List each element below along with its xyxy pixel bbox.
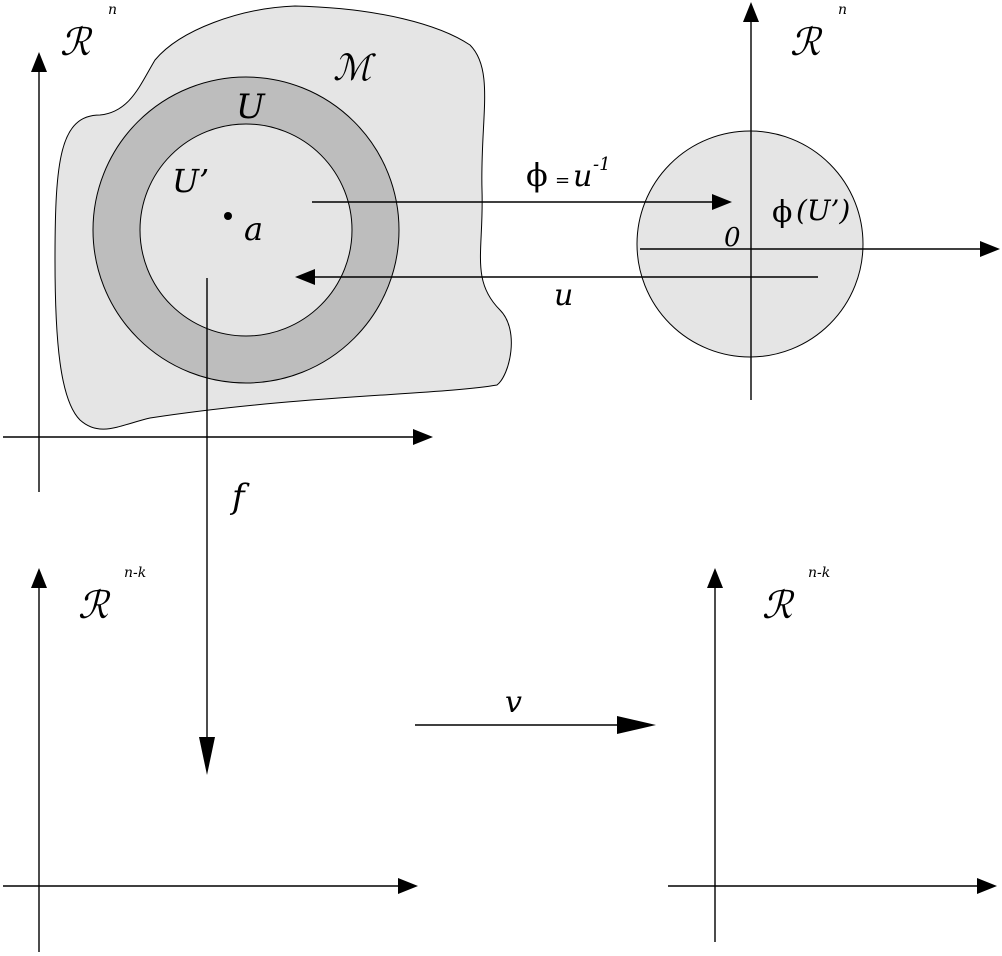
axes-top-right [640, 2, 1000, 400]
label-inverse-exponent: -1 [593, 154, 611, 175]
label-nk-bottom-left: n-k [124, 565, 146, 581]
neighborhood-U-prime [139, 123, 353, 337]
label-v: v [505, 685, 522, 720]
label-R-top-right: ℛ [790, 20, 823, 64]
label-nk-bottom-right: n-k [808, 565, 830, 581]
label-M: ℳ [333, 48, 376, 89]
chart-image-disk [636, 130, 864, 358]
label-phi-symbol: ϕ [526, 156, 548, 194]
label-equals: = [555, 170, 570, 191]
label-phi-of-U-arg: (U’) [796, 194, 850, 227]
label-u-inverse-base: u [573, 159, 592, 194]
arrow-f [199, 278, 215, 775]
label-R-bottom-left: ℛ [78, 583, 111, 627]
label-f: f [229, 477, 250, 517]
label-n-top-right: n [838, 2, 847, 18]
axes-top-left [3, 52, 433, 492]
label-U: U [236, 87, 266, 127]
label-phi-of-U-symbol: ϕ [772, 195, 792, 230]
label-n-top-left: n [108, 2, 117, 18]
axes-bottom-left [3, 568, 418, 952]
label-R-top-left: ℛ [60, 20, 93, 64]
label-R-bottom-right: ℛ [762, 583, 795, 627]
label-u: u [554, 278, 573, 313]
label-U-prime: U’ [172, 162, 209, 200]
arrow-phi [312, 194, 732, 210]
point-a [224, 212, 232, 220]
label-origin: 0 [724, 223, 741, 253]
label-a: a [244, 210, 263, 248]
arrow-u [295, 269, 818, 285]
axes-bottom-right [668, 568, 997, 942]
arrow-v [415, 716, 656, 734]
